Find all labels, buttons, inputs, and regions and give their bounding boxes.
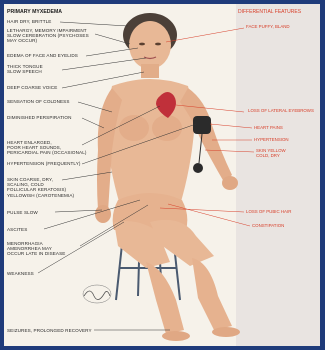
right-label-skin: SKIN YELLOW COLD, DRY <box>256 148 286 158</box>
right-label-eyebrows: FACE PUFFY, BLAND <box>246 24 290 29</box>
label-perspiration: DIMINISHED PERSPIRATION <box>7 115 72 120</box>
label-heart: HEART ENLARGED, POOR HEART SOUNDS, PERIC… <box>7 140 86 156</box>
label-weakness: WEAKNESS <box>7 271 34 276</box>
label-tongue: THICK TONGUE SLOW SPEECH <box>7 64 43 74</box>
label-voice: DEEP COARSE VOICE <box>7 85 57 90</box>
right-label-hypertension: HYPERTENSION <box>254 137 289 142</box>
label-edema: EDEMA OF FACE AND EYELIDS <box>7 53 78 58</box>
label-hair: HAIR DRY, BRITTLE <box>7 19 51 24</box>
right-label-lateral-eyebrows: LOSS OF LATERAL EYEBROWS <box>248 108 314 113</box>
right-label-heart-pains: HEART PAINS <box>254 125 283 130</box>
page-title: PRIMARY MYXEDEMA <box>7 9 62 15</box>
label-lethargy: LETHARGY, MEMORY IMPAIRMENT SLOW CEREBRA… <box>7 28 89 44</box>
label-hypertension: HYPERTENSION (FREQUENTLY) <box>7 161 81 166</box>
label-menorrhagia: MENORRHAGIA AMENORRHEA MAY OCCUR LATE IN… <box>7 241 65 257</box>
label-skin: SKIN COARSE, DRY, SCALING, COLD FOLLICUL… <box>7 177 74 198</box>
right-label-pubic-hair: LOSS OF PUBIC HAIR <box>246 209 291 214</box>
label-pulse: PULSE SLOW <box>7 210 38 215</box>
label-recovery: SEIZURES, PROLONGED RECOVERY <box>7 328 92 333</box>
right-label-constipation: CONSTIPATION <box>252 223 284 228</box>
label-cold: SENSATION OF COLDNESS <box>7 99 70 104</box>
label-ascites: ASCITES <box>7 227 27 232</box>
bp-cuff <box>193 116 211 134</box>
right-title: DIFFERENTIAL FEATURES <box>238 9 301 15</box>
artist-signature <box>83 285 111 303</box>
